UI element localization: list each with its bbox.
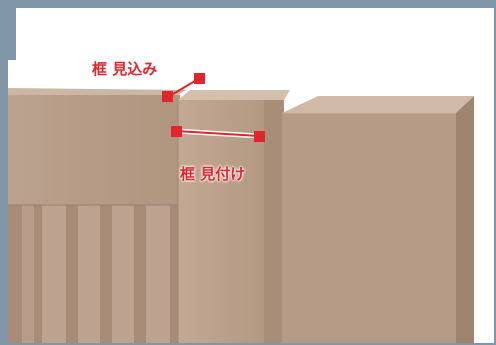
mikomi-marker	[162, 73, 205, 102]
mitsuke-label: 框 見付け	[180, 165, 246, 183]
mitsuke-marker	[171, 126, 265, 142]
slat	[112, 205, 134, 345]
marker-square	[171, 126, 182, 137]
back-panel	[8, 88, 186, 345]
marker-square	[162, 91, 173, 102]
marker-square	[194, 73, 205, 84]
mikomi-label: 框 見込み	[92, 60, 158, 78]
slat	[78, 205, 100, 345]
slat	[146, 205, 170, 345]
marker-square	[254, 131, 265, 142]
slat	[42, 205, 66, 345]
slat	[22, 205, 34, 345]
frame-post	[177, 90, 290, 345]
right-post	[282, 96, 474, 345]
